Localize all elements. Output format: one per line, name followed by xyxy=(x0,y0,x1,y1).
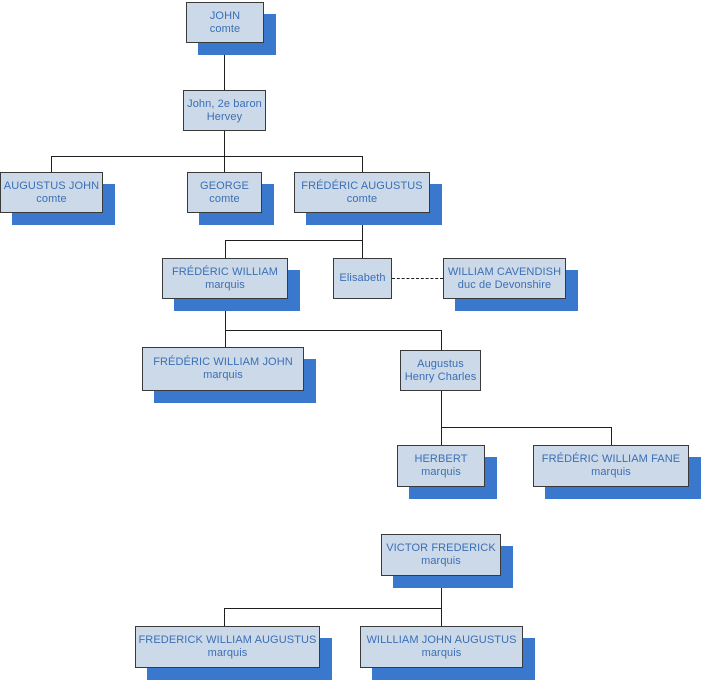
node-name: VICTOR FREDERICK xyxy=(386,542,496,555)
connector-to-frederic-william xyxy=(225,240,226,258)
node-title: marquis xyxy=(205,278,245,291)
connector-to-augustus-hc xyxy=(441,330,442,350)
node-name: Augustus xyxy=(417,357,464,370)
connector-victor-stem xyxy=(441,576,442,608)
connector-generation7-bus xyxy=(224,608,442,609)
node-name: FRÉDÉRIC WILLIAM FANE xyxy=(541,453,681,466)
connector-to-augustus-john xyxy=(51,156,52,172)
node-title: duc de Devonshire xyxy=(457,278,552,291)
node-name: John, 2e baron xyxy=(187,97,262,110)
node-name: HERBERT xyxy=(414,453,468,466)
connector-john-to-john2e xyxy=(224,43,225,90)
node-name: FRÉDÉRIC AUGUSTUS xyxy=(301,179,423,192)
connector-generation5-bus xyxy=(441,427,611,428)
connector-generation2-bus xyxy=(51,156,363,157)
node-title: comte xyxy=(209,192,240,205)
node-name: JOHN xyxy=(209,9,241,22)
node-name: Elisabeth xyxy=(339,272,386,285)
node-name: WILLIAM CAVENDISH xyxy=(447,265,562,278)
connector-frederic-augustus-stem xyxy=(362,213,363,240)
node-title: comte xyxy=(36,192,67,205)
connector-to-fwf xyxy=(611,427,612,445)
connector-to-fwj xyxy=(225,330,226,347)
connector-to-elisabeth xyxy=(362,240,363,258)
node-title: comte xyxy=(209,22,241,35)
node-title: marquis xyxy=(591,466,631,478)
connector-generation3-bus xyxy=(225,240,363,241)
node-name: GEORGE xyxy=(200,179,249,192)
connector-to-herbert xyxy=(441,427,442,445)
node-title: marquis xyxy=(421,466,461,478)
connector-to-fwa xyxy=(224,608,225,626)
connector-john2e-stem xyxy=(224,131,225,156)
marriage-link-elisabeth-cavendish xyxy=(392,278,443,279)
node-title: marquis xyxy=(421,555,461,567)
connector-to-frederic-augustus xyxy=(362,156,363,172)
connector-to-george xyxy=(224,156,225,172)
connector-generation4-bus xyxy=(225,330,441,331)
node-title: Henry Charles xyxy=(404,370,477,383)
node-title: comte xyxy=(346,192,378,205)
node-name: FRÉDÉRIC WILLIAM JOHN xyxy=(153,356,293,369)
node-title: marquis xyxy=(207,647,248,659)
node-name: AUGUSTUS JOHN xyxy=(3,179,100,192)
node-name: WILLLIAM JOHN AUGUSTUS xyxy=(366,634,517,647)
node-title: marquis xyxy=(421,647,462,659)
node-title: marquis xyxy=(203,369,243,381)
node-elisabeth[interactable]: Elisabeth xyxy=(333,258,392,299)
connector-frederic-william-stem xyxy=(225,299,226,330)
connector-augustus-hc-stem xyxy=(441,391,442,427)
node-name: FRÉDÉRIC WILLIAM xyxy=(171,265,279,278)
node-name: FREDERICK WILLIAM AUGUSTUS xyxy=(138,634,317,647)
connector-to-wja xyxy=(441,608,442,626)
node-title: Hervey xyxy=(206,110,243,123)
